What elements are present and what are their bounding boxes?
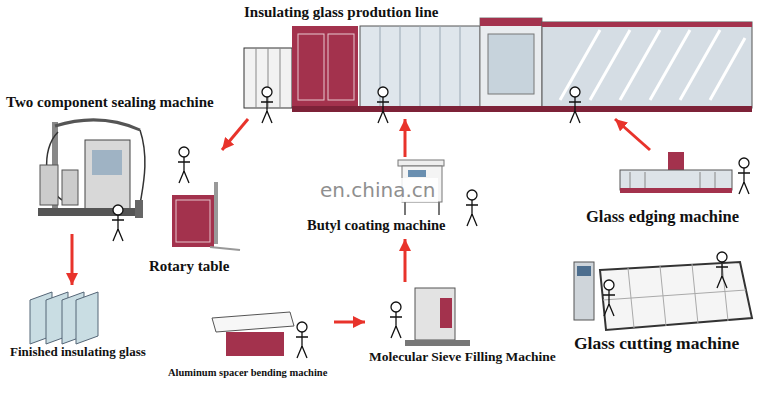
stick-figure	[466, 190, 478, 226]
butyl-legs	[405, 202, 439, 215]
sealer-body	[85, 140, 130, 210]
line-press	[292, 26, 358, 108]
stick-figure	[390, 302, 402, 338]
sealer-barrel	[40, 165, 58, 205]
edging-head	[668, 152, 684, 172]
sieve-panel	[440, 298, 452, 328]
machine-node: Two component sealing machine	[2, 92, 222, 234]
cutting-grid	[603, 263, 746, 328]
stick-figure	[261, 87, 273, 123]
flow-arrow	[71, 234, 74, 285]
rotary-foot	[210, 247, 240, 250]
machine-node: Finished insulating glass	[6, 285, 156, 365]
line-panel	[244, 48, 292, 108]
machine-node: Insulating glass prodution line	[240, 2, 754, 119]
line-grid	[380, 26, 460, 108]
stick-figure	[569, 87, 581, 123]
flow-arrow	[222, 119, 248, 150]
machine-label: Glass edging machine	[586, 208, 739, 227]
sealer-arm	[55, 120, 140, 130]
machine-label: Aluminum spacer bending machine	[168, 367, 327, 379]
flow-arrow	[334, 321, 365, 324]
butyl-panel	[408, 170, 426, 177]
line-press-door	[328, 34, 354, 100]
stick-figure	[112, 205, 124, 241]
machine-label: Butyl coating machine	[307, 217, 446, 234]
sieve-base	[405, 340, 470, 346]
line-washer-window	[488, 34, 534, 94]
rotary-door	[176, 200, 210, 242]
stick-figure	[296, 322, 308, 358]
stick-figure	[716, 252, 728, 288]
machine-label: Finished insulating glass	[10, 345, 146, 360]
edging-table	[620, 170, 732, 190]
line-washer	[480, 18, 542, 110]
line-conveyor-bar	[542, 22, 752, 27]
line-washer-band	[480, 18, 542, 26]
line-press-door	[298, 34, 324, 100]
machine-label: Two component sealing machine	[6, 94, 214, 111]
machine-label: Insulating glass prodution line	[244, 4, 438, 21]
machine-label: Glass cutting machine	[574, 333, 739, 353]
sealer-barrel	[62, 170, 78, 205]
cutting-screen	[577, 266, 591, 276]
line-glass-section	[360, 26, 480, 108]
glass-pane	[76, 292, 98, 344]
stick-figure	[738, 158, 750, 194]
spacer-base	[226, 332, 284, 356]
flow-arrow	[404, 239, 407, 282]
cutting-console	[574, 262, 594, 320]
stick-figure	[603, 280, 615, 316]
machine-node: Aluminum spacer bending machine	[164, 308, 334, 384]
machine-node: Glass cutting machine	[570, 255, 758, 358]
rotary-arm	[214, 182, 218, 244]
flow-arrow	[404, 119, 407, 157]
stick-figure	[178, 147, 190, 183]
edging-rollers	[630, 172, 715, 188]
machine-label: Molecular Sieve Filling Machine	[369, 349, 556, 365]
sealer-window	[92, 150, 122, 175]
stick-figure	[377, 87, 389, 123]
sieve-body	[415, 288, 455, 340]
spacer-table	[212, 312, 294, 332]
watermark: en.china.cn	[318, 178, 438, 202]
sealer-gun	[135, 200, 143, 218]
machine-label: Rotary table	[149, 258, 229, 275]
line-panel-bars	[256, 48, 280, 108]
cutting-table	[600, 262, 752, 330]
rotary-body	[172, 195, 214, 247]
machine-node: Rotary table	[145, 256, 240, 283]
machine-node: Glass edging machine	[582, 150, 758, 232]
machine-node: Molecular Sieve Filling Machine	[365, 282, 562, 370]
line-reflection	[560, 30, 745, 100]
butyl-table	[398, 160, 444, 166]
flow-arrow	[615, 119, 650, 150]
edging-frame	[620, 188, 732, 193]
line-base	[292, 106, 752, 112]
